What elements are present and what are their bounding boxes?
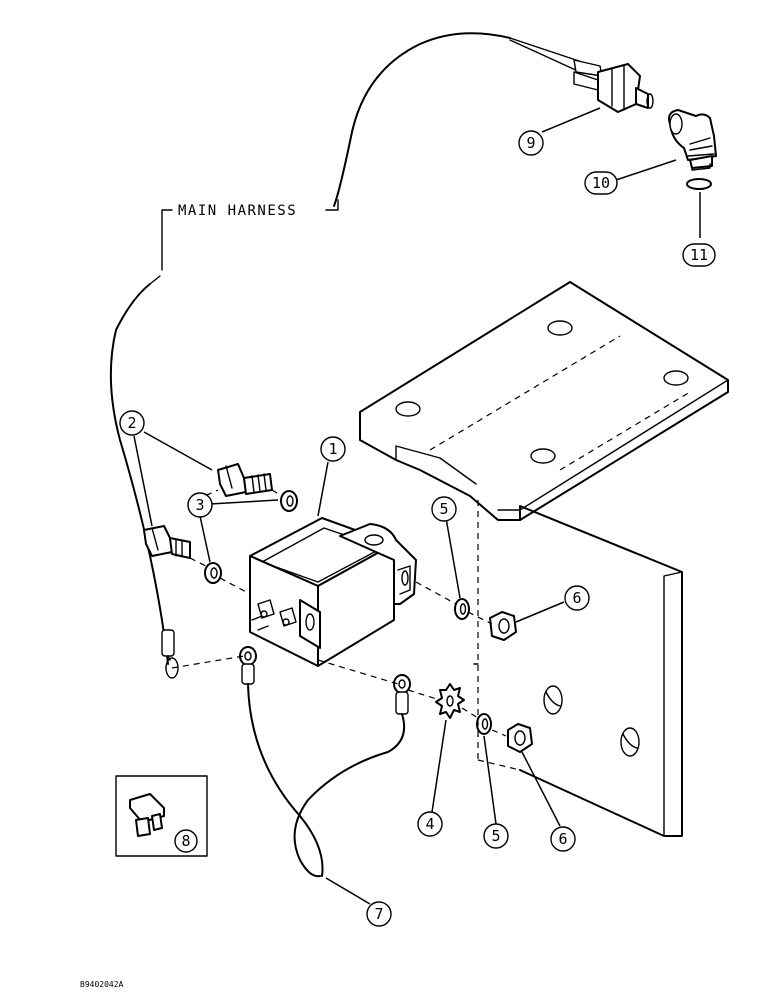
svg-text:7: 7 xyxy=(374,905,383,923)
callout-4: 4 xyxy=(417,811,443,837)
part-8-inset xyxy=(115,775,208,857)
part-4-star-washer xyxy=(435,683,465,719)
callout-6-upper: 6 xyxy=(564,585,590,611)
part-2-lower-bolt xyxy=(143,525,191,559)
part-1-module xyxy=(249,517,417,667)
assembly-center-lines xyxy=(171,489,507,737)
callout-10: 10 xyxy=(584,171,618,195)
callout-1: 1 xyxy=(320,436,346,462)
svg-text:3: 3 xyxy=(195,496,204,514)
main-harness-wire xyxy=(109,32,583,679)
figure-code: B9402042A xyxy=(80,980,124,989)
main-harness-label: MAIN HARNESS xyxy=(161,199,339,271)
callout-6-lower: 6 xyxy=(550,826,576,852)
part-7-jumper-wire xyxy=(239,646,411,878)
callout-2: 2 xyxy=(119,410,145,436)
callout-7: 7 xyxy=(366,901,392,927)
part-5-lock-washers xyxy=(454,598,492,735)
svg-text:8: 8 xyxy=(181,832,190,850)
main-harness-text: MAIN HARNESS xyxy=(178,203,297,219)
callout-5-lower: 5 xyxy=(483,823,509,849)
svg-text:11: 11 xyxy=(690,246,708,264)
svg-text:4: 4 xyxy=(425,815,434,833)
svg-text:5: 5 xyxy=(439,500,448,518)
callout-9: 9 xyxy=(518,130,544,156)
svg-text:9: 9 xyxy=(526,134,535,152)
part-6-nuts xyxy=(489,611,533,753)
svg-text:6: 6 xyxy=(572,589,581,607)
svg-text:10: 10 xyxy=(592,174,610,192)
mounting-bracket xyxy=(359,281,729,837)
callout-8: 8 xyxy=(174,829,198,853)
part-9-pressure-switch xyxy=(573,59,654,113)
svg-text:6: 6 xyxy=(558,830,567,848)
svg-text:5: 5 xyxy=(491,827,500,845)
part-2-upper-bolt xyxy=(217,463,273,497)
svg-text:2: 2 xyxy=(127,414,136,432)
callout-5-upper: 5 xyxy=(431,496,457,522)
leader-lines xyxy=(133,107,701,905)
callout-3: 3 xyxy=(187,492,213,518)
part-11-o-ring xyxy=(686,178,712,190)
part-3-washers xyxy=(204,490,298,584)
callout-11: 11 xyxy=(682,243,716,267)
svg-text:1: 1 xyxy=(328,440,337,458)
part-10-elbow-fitting xyxy=(668,109,717,171)
